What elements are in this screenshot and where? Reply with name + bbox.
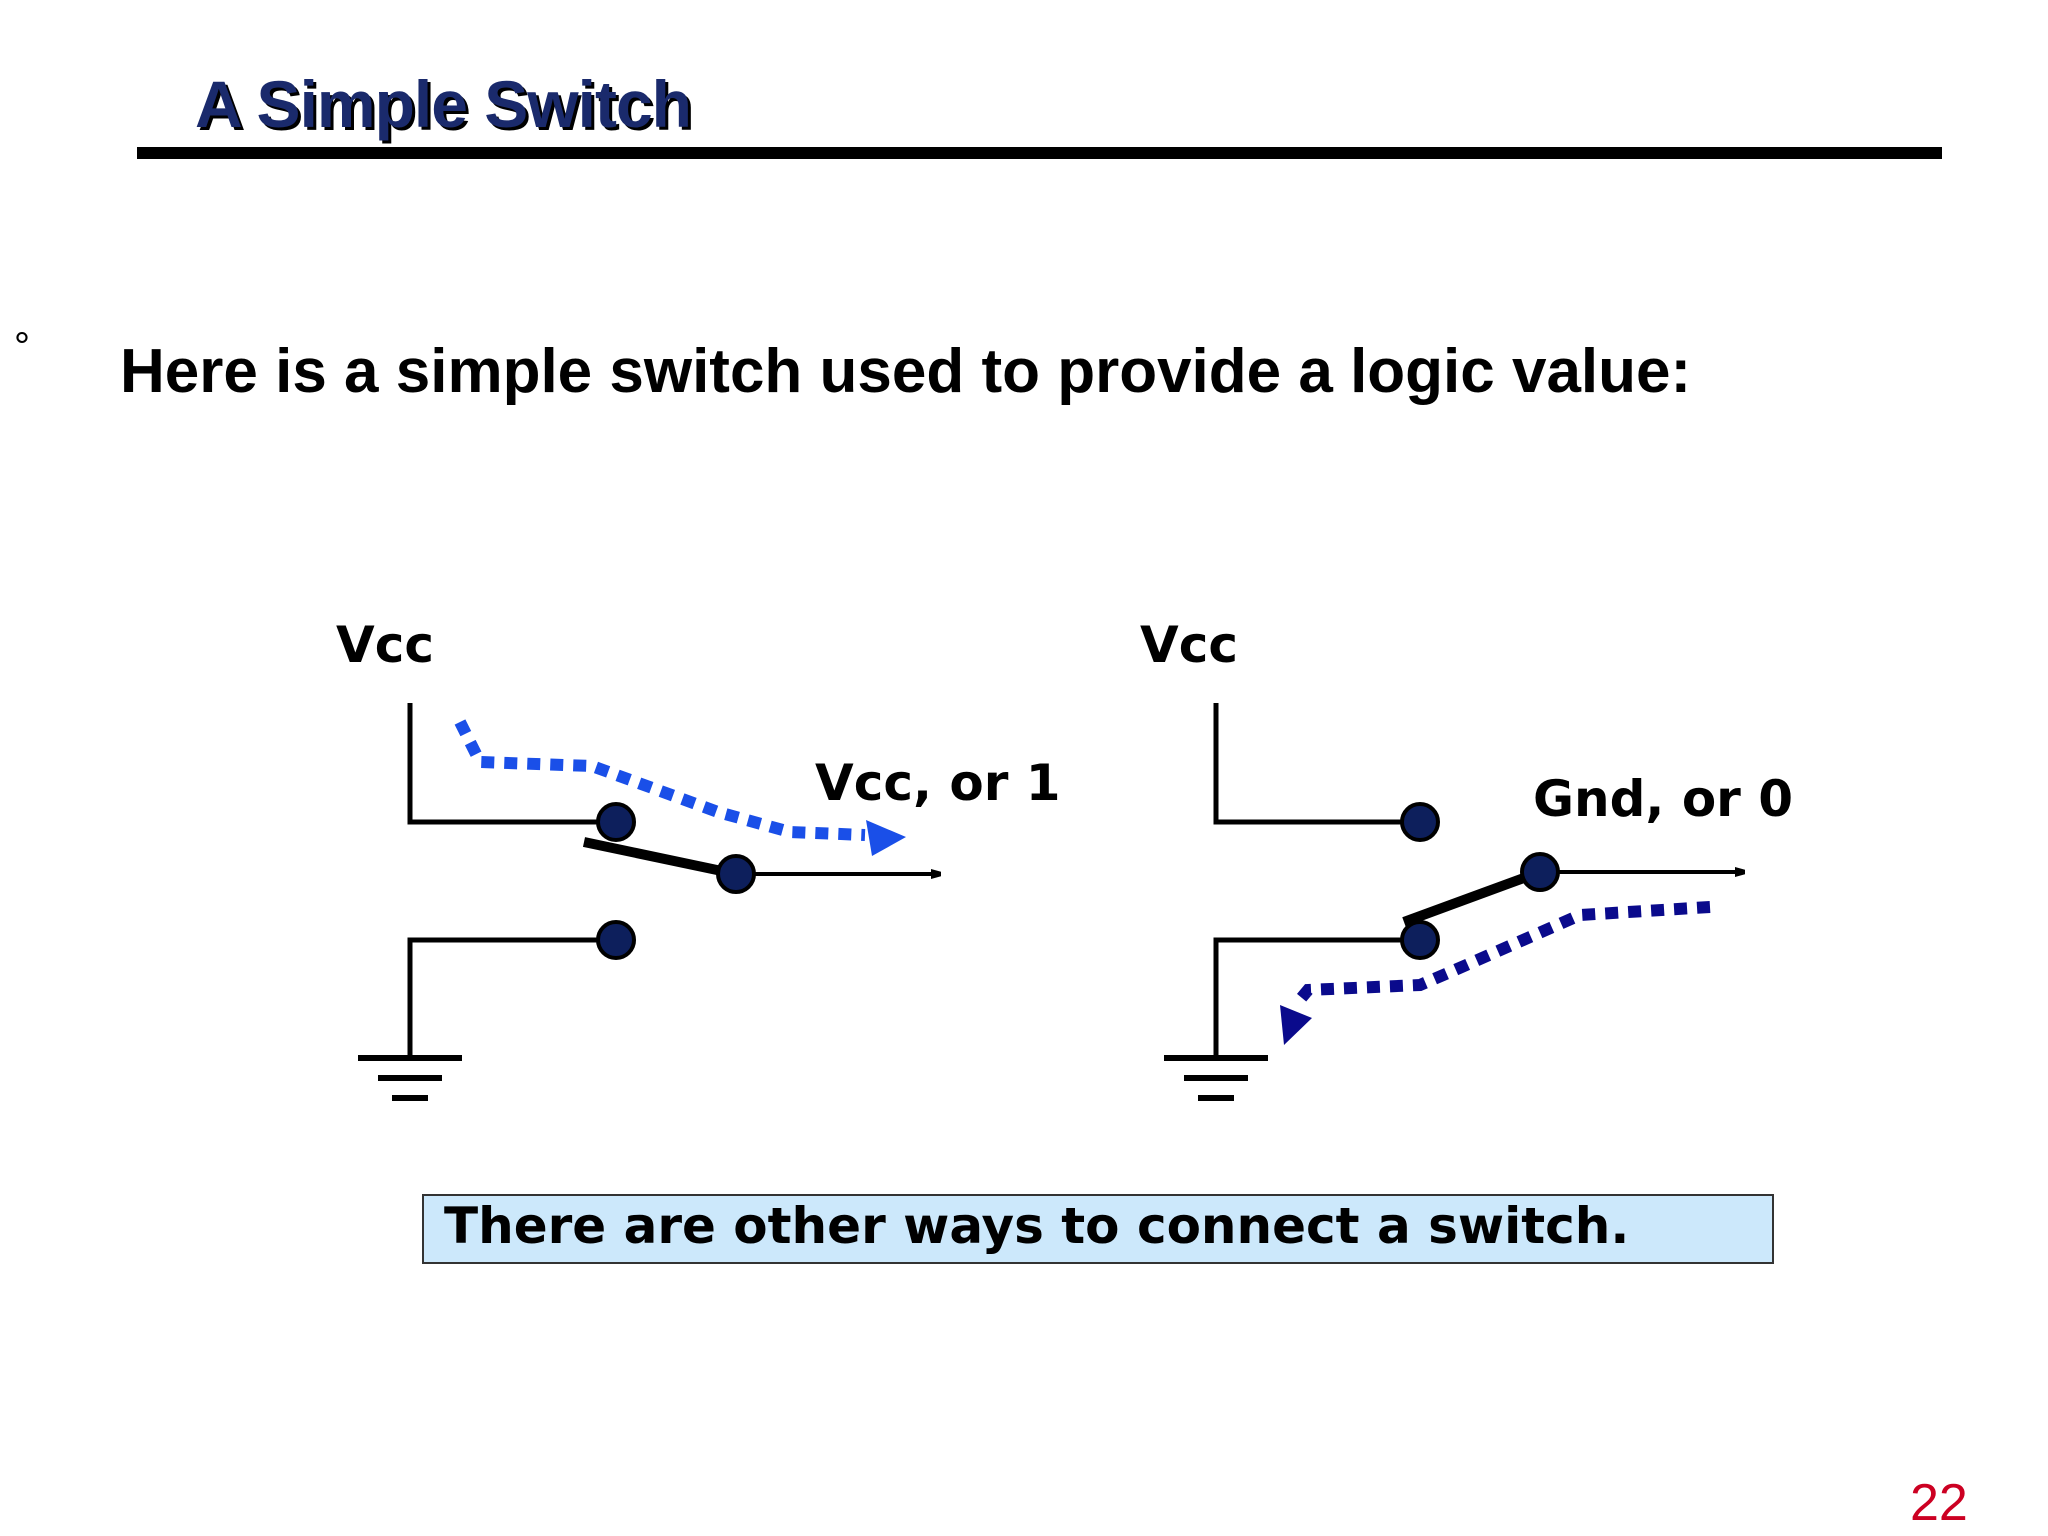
right-current-flow-path — [1293, 901, 1711, 1006]
left-ground-symbol — [358, 1055, 462, 1101]
left-current-flow-path — [454, 719, 866, 841]
left-gnd-wire — [407, 937, 616, 1058]
left-switch-lever — [582, 837, 738, 879]
right-circuit: Vcc Gnd, or 0 — [1140, 616, 1793, 1101]
right-current-flow-arrowhead — [1280, 1005, 1312, 1045]
right-switch-lever — [1402, 867, 1542, 927]
note-box: There are other ways to connect a switch… — [422, 1194, 1774, 1264]
left-vcc-wire — [407, 703, 616, 825]
page-number: 22 — [1910, 1474, 1968, 1532]
right-gnd-wire — [1213, 937, 1420, 1058]
left-bottom-contact — [596, 920, 636, 960]
right-bottom-contact — [1400, 920, 1440, 960]
left-vcc-label: Vcc — [336, 616, 434, 674]
bullet-mark: ° — [14, 325, 30, 369]
left-current-flow-arrowhead — [866, 820, 906, 856]
right-vcc-label: Vcc — [1140, 616, 1238, 674]
right-pivot-contact — [1520, 852, 1560, 892]
left-circuit: Vcc Vcc, or 1 — [336, 616, 1061, 1101]
slide-title: A Simple Switch — [195, 67, 692, 141]
note-text: There are other ways to connect a switch… — [444, 1197, 1630, 1255]
left-output-label: Vcc, or 1 — [815, 754, 1061, 812]
left-pivot-contact — [716, 854, 756, 894]
right-ground-symbol — [1164, 1055, 1268, 1101]
right-top-contact — [1400, 802, 1440, 842]
title-underline — [137, 147, 1942, 159]
right-output-label: Gnd, or 0 — [1533, 770, 1793, 828]
right-vcc-wire — [1213, 703, 1420, 825]
bullet-text: Here is a simple switch used to provide … — [120, 337, 1692, 406]
left-top-contact — [596, 802, 636, 842]
